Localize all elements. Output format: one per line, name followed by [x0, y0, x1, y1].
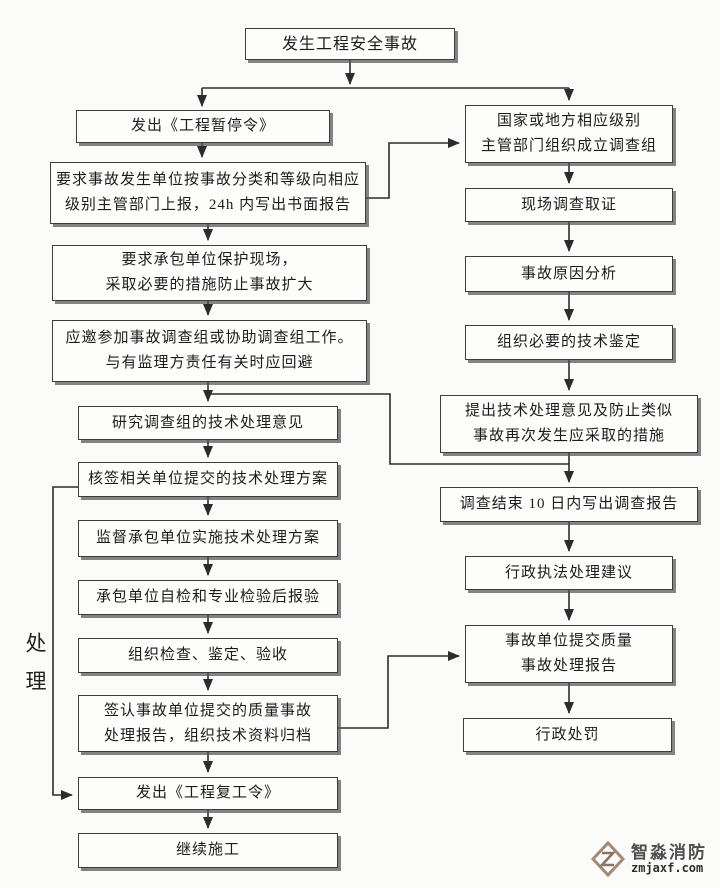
- side-label-handling: 处理: [23, 632, 47, 708]
- node-administrative-penalty-label: 行政处罚: [535, 726, 600, 743]
- node-sign-report-label: 签认事故单位提交的质量事故 处理报告，组织技术资料归档: [103, 702, 312, 744]
- node-join-investigation: 应邀参加事故调查组或协助调查组工作。 与有监理方责任有关时应回避: [52, 320, 367, 382]
- brand-diamond-icon: [590, 840, 626, 878]
- node-form-investigation-team-label: 国家或地方相应级别 主管部门组织成立调查组: [480, 113, 657, 154]
- node-form-investigation-team: 国家或地方相应级别 主管部门组织成立调查组: [465, 105, 673, 163]
- node-self-inspection-label: 承包单位自检和专业检验后报验: [95, 589, 320, 605]
- node-protect-site-label: 要求承包单位保护现场， 采取必要的措施防止事故扩大: [105, 252, 314, 293]
- node-sign-report: 签认事故单位提交的质量事故 处理报告，组织技术资料归档: [78, 695, 338, 752]
- node-continue-construction: 继续施工: [78, 833, 338, 868]
- node-countersign-plan: 核签相关单位提交的技术处理方案: [78, 462, 338, 497]
- node-propose-measures-label: 提出技术处理意见及防止类似 事故再次发生应采取的措施: [464, 403, 673, 444]
- node-report-24h: 要求事故发生单位按事故分类和等级向相应 级别主管部门上报，24h 内写出书面报告: [50, 162, 366, 224]
- watermark-brand: 智淼消防: [631, 842, 707, 862]
- node-organize-acceptance: 组织检查、鉴定、验收: [78, 638, 338, 673]
- node-continue-construction-label: 继续施工: [175, 842, 240, 858]
- node-organize-acceptance-label: 组织检查、鉴定、验收: [127, 647, 288, 663]
- node-cause-analysis: 事故原因分析: [465, 256, 673, 292]
- node-supervise-plan: 监督承包单位实施技术处理方案: [78, 520, 338, 557]
- node-supervise-plan-label: 监督承包单位实施技术处理方案: [95, 530, 320, 546]
- watermark: 智淼消防 zmjaxf.com: [590, 840, 707, 878]
- node-stop-order-label: 发出《工程暂停令》: [130, 118, 275, 134]
- node-self-inspection: 承包单位自检和专业检验后报验: [78, 580, 338, 615]
- node-study-opinion-label: 研究调查组的技术处理意见: [111, 414, 304, 431]
- node-site-investigation: 现场调查取证: [465, 188, 673, 222]
- edge-countersign-to-resume: [52, 486, 78, 800]
- node-site-investigation-label: 现场调查取证: [520, 196, 617, 213]
- node-start-label: 发生工程安全事故: [281, 35, 418, 53]
- node-investigation-report-label: 调查结束 10 日内写出调查报告: [459, 496, 679, 512]
- node-resume-order-label: 发出《工程复工令》: [135, 785, 280, 801]
- node-propose-measures: 提出技术处理意见及防止类似 事故再次发生应采取的措施: [440, 395, 698, 453]
- node-report-24h-label: 要求事故发生单位按事故分类和等级向相应 级别主管部门上报，24h 内写出书面报告: [55, 172, 360, 213]
- node-law-enforcement-suggestion: 行政执法处理建议: [465, 556, 673, 590]
- node-stop-order: 发出《工程暂停令》: [76, 110, 330, 143]
- node-administrative-penalty: 行政处罚: [463, 718, 672, 752]
- node-cause-analysis-label: 事故原因分析: [520, 265, 617, 282]
- edge-sign-to-quality-report: [338, 651, 460, 729]
- watermark-domain: zmjaxf.com: [631, 860, 704, 875]
- node-technical-appraisal: 组织必要的技术鉴定: [465, 325, 673, 360]
- node-protect-site: 要求承包单位保护现场， 采取必要的措施防止事故扩大: [52, 245, 367, 301]
- edge-report-to-investigation-team: [366, 138, 460, 199]
- node-law-enforcement-suggestion-label: 行政执法处理建议: [504, 564, 633, 581]
- node-start: 发生工程安全事故: [245, 28, 455, 60]
- node-investigation-report: 调查结束 10 日内写出调查报告: [440, 487, 698, 522]
- watermark-text: 智淼消防 zmjaxf.com: [631, 842, 707, 875]
- node-submit-quality-report-label: 事故单位提交质量 事故处理报告: [504, 633, 633, 674]
- node-resume-order: 发出《工程复工令》: [78, 777, 338, 810]
- node-technical-appraisal-label: 组织必要的技术鉴定: [496, 334, 641, 350]
- node-countersign-plan-label: 核签相关单位提交的技术处理方案: [87, 471, 328, 487]
- node-join-investigation-label: 应邀参加事故调查组或协助调查组工作。 与有监理方责任有关时应回避: [65, 330, 354, 371]
- node-submit-quality-report: 事故单位提交质量 事故处理报告: [465, 625, 673, 683]
- edge-measures-to-study-branch: [209, 393, 569, 465]
- node-study-opinion: 研究调查组的技术处理意见: [78, 406, 338, 440]
